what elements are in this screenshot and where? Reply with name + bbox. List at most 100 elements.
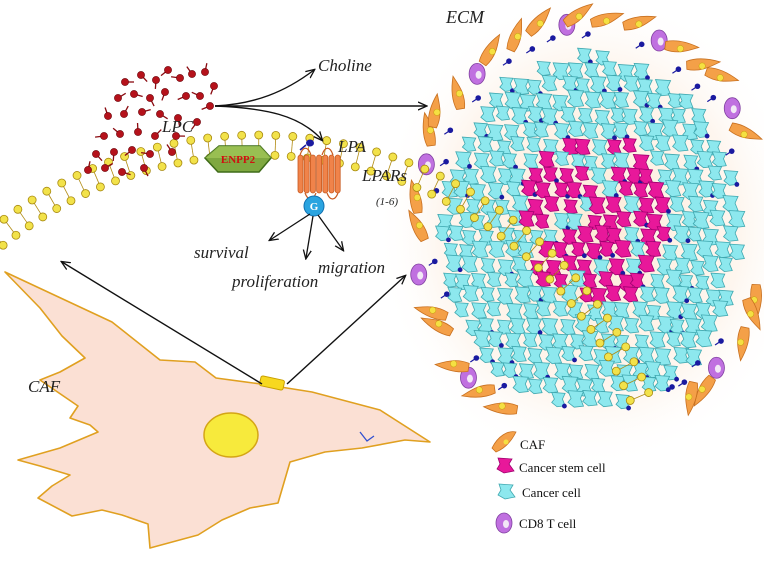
lipid-head <box>287 152 295 160</box>
legend-item-cancer: Cancer cell <box>498 484 581 500</box>
lpa-dot <box>458 267 463 272</box>
lpa-dot <box>666 209 671 214</box>
lipid-head <box>442 197 450 205</box>
legend-cancer-label: Cancer cell <box>522 485 581 500</box>
lipid-head <box>14 205 22 213</box>
lpc-head <box>188 70 195 77</box>
lpa-dot <box>626 406 631 411</box>
lpc-head <box>137 71 144 78</box>
lipid-head <box>0 241 7 249</box>
lipid-head <box>577 312 585 320</box>
lipid-head <box>638 373 646 381</box>
lpa-dot <box>585 31 591 37</box>
lipid-head <box>25 222 33 230</box>
lipid-head <box>153 143 161 151</box>
lpa-dot <box>432 259 438 265</box>
receptor-helix <box>310 155 315 193</box>
lpc-head <box>104 112 111 119</box>
lipid-head <box>522 253 530 261</box>
lpc-head <box>84 166 91 173</box>
lpa-dot <box>674 377 679 382</box>
lipid-head <box>509 216 517 224</box>
caf-small-nucleus <box>416 222 423 229</box>
lpc-head <box>92 150 99 157</box>
cd8-t-cell-nucleus <box>731 105 737 113</box>
lpc-head <box>128 146 135 153</box>
lpa-dot <box>734 182 739 187</box>
lpa-dot <box>530 46 536 52</box>
lpa-dot <box>501 383 507 389</box>
receptor-helix <box>329 155 334 193</box>
lipid-head <box>630 358 638 366</box>
lipid-head <box>596 339 604 347</box>
lpc-head <box>100 132 107 139</box>
enpp2-enzyme: ENPP2 <box>205 146 271 172</box>
lpc-head <box>116 130 123 137</box>
lpa-dot <box>669 384 675 390</box>
lpc-head <box>146 150 153 157</box>
lipid-head <box>323 137 331 145</box>
legend-caf-label: CAF <box>520 437 545 452</box>
lipid-head <box>238 131 246 139</box>
proliferation-label: proliferation <box>231 272 318 291</box>
lipid-head <box>567 299 575 307</box>
caf-cell <box>5 272 430 548</box>
lipid-head <box>622 343 630 351</box>
g-protein-label: G <box>310 201 319 213</box>
lipid-head <box>112 177 120 185</box>
enpp2-label: ENPP2 <box>221 154 256 166</box>
arrow-caf-to-tumor <box>287 276 405 384</box>
lpc-head <box>140 164 147 171</box>
lpc-head <box>161 88 168 95</box>
lipid-head <box>557 287 565 295</box>
lpa-dot <box>550 35 556 41</box>
lipid-head <box>484 223 492 231</box>
arrow-g-to-proliferation <box>306 216 313 258</box>
lpa-dot <box>639 42 645 48</box>
receptor-helix <box>304 155 309 193</box>
lipid-head <box>510 242 518 250</box>
lpars-subtype-label: (1-6) <box>376 196 398 208</box>
lpa-dot <box>448 127 454 133</box>
lpc-head <box>114 94 121 101</box>
legend-caf-nucleus <box>504 440 509 445</box>
choline-label: Choline <box>318 56 372 75</box>
lipid-head <box>470 214 478 222</box>
arrow-lpc-to-lpa <box>215 106 322 140</box>
lpc-head <box>152 76 159 83</box>
lipid-head <box>67 197 75 205</box>
lpc-head <box>201 68 208 75</box>
caf-small-nucleus <box>576 13 583 20</box>
receptor-helix <box>317 155 322 193</box>
caf-label: CAF <box>28 377 61 396</box>
lipid-head <box>174 159 182 167</box>
lipid-head <box>421 165 429 173</box>
lipid-head <box>272 131 280 139</box>
lpa-dot <box>610 253 615 258</box>
lpc-head <box>182 92 189 99</box>
lipid-head <box>289 132 297 140</box>
lpa-dot <box>618 87 623 92</box>
cd8-t-cell-nucleus <box>715 365 721 373</box>
lpc-head <box>164 66 171 73</box>
lipid-head <box>587 325 595 333</box>
lpc-head <box>176 74 183 81</box>
lpars-label: LPARs <box>361 166 407 185</box>
lpa-dot <box>718 338 724 344</box>
lpa-dot <box>682 379 688 385</box>
lipid-head <box>12 231 20 239</box>
lpc-head <box>121 78 128 85</box>
lipid-head <box>583 287 591 295</box>
lpc-head <box>110 148 117 155</box>
cd8-t-cell-nucleus <box>417 272 423 280</box>
lipid-head <box>43 187 51 195</box>
lpa-dot <box>612 135 617 140</box>
lpa-dot <box>446 237 451 242</box>
lpc-head <box>120 110 127 117</box>
lipid-head <box>572 274 580 282</box>
lpa-label: LPA <box>337 137 367 156</box>
legend-item-tcell: CD8 T cell <box>496 513 577 533</box>
lpa-dot <box>582 253 587 258</box>
lpc-head <box>168 148 175 155</box>
lipid-head <box>373 148 381 156</box>
